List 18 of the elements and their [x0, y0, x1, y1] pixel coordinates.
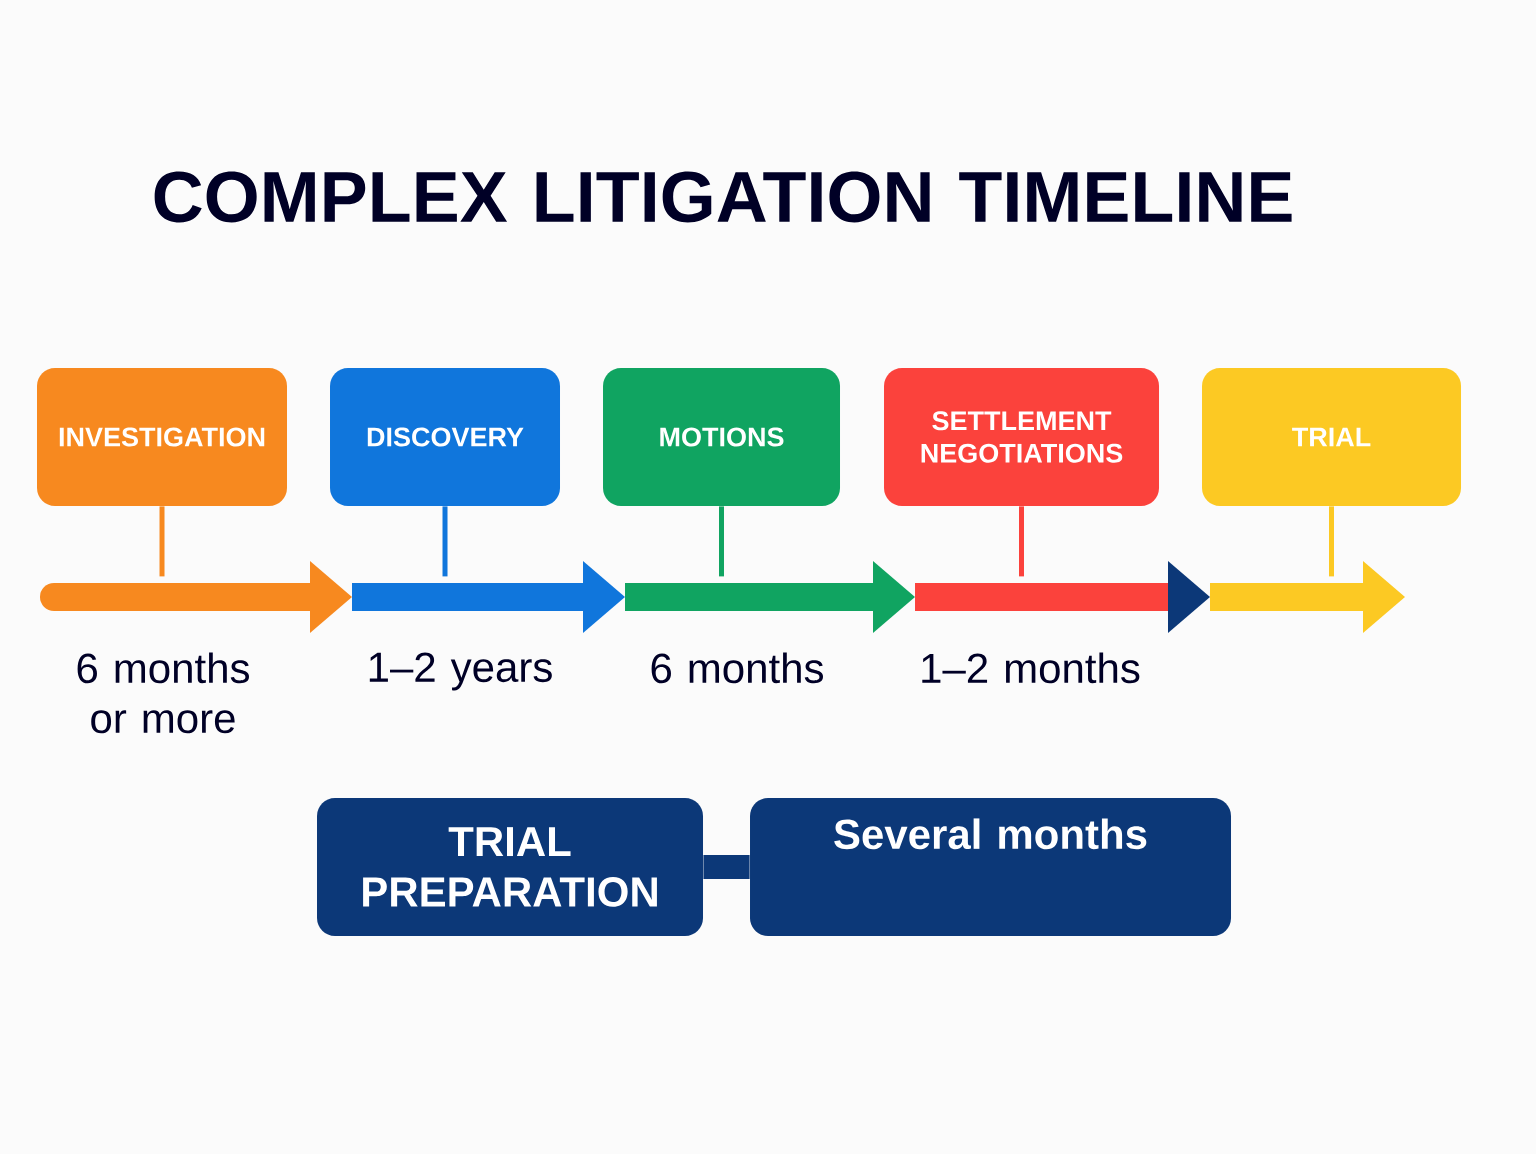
- box-label: TRIAL PREPARATION: [363, 827, 657, 907]
- box-label: DISCOVERY: [367, 427, 524, 447]
- stem-line: [442, 506, 448, 577]
- box-label: MOTIONS: [660, 427, 784, 447]
- stem-line: [1019, 506, 1024, 577]
- stem-line: [1329, 506, 1334, 577]
- box-label: TRIAL: [1292, 427, 1371, 447]
- duration-label: 1–2 years: [369, 652, 552, 691]
- stem-line: [159, 506, 165, 577]
- connector-bar: [703, 855, 750, 879]
- stem-line: [719, 506, 724, 577]
- box-label: INVESTIGATION: [59, 427, 265, 447]
- box-label: Several months: [834, 818, 1147, 850]
- duration-label: 6 months: [651, 652, 823, 684]
- duration-label: 1–2 months: [922, 652, 1140, 684]
- title: COMPLEX LITIGATION TIMELINE: [154, 171, 1292, 223]
- box-label: SETTLEMENT NEGOTIATIONS: [921, 411, 1123, 463]
- duration-label: 6 months or more: [77, 652, 249, 734]
